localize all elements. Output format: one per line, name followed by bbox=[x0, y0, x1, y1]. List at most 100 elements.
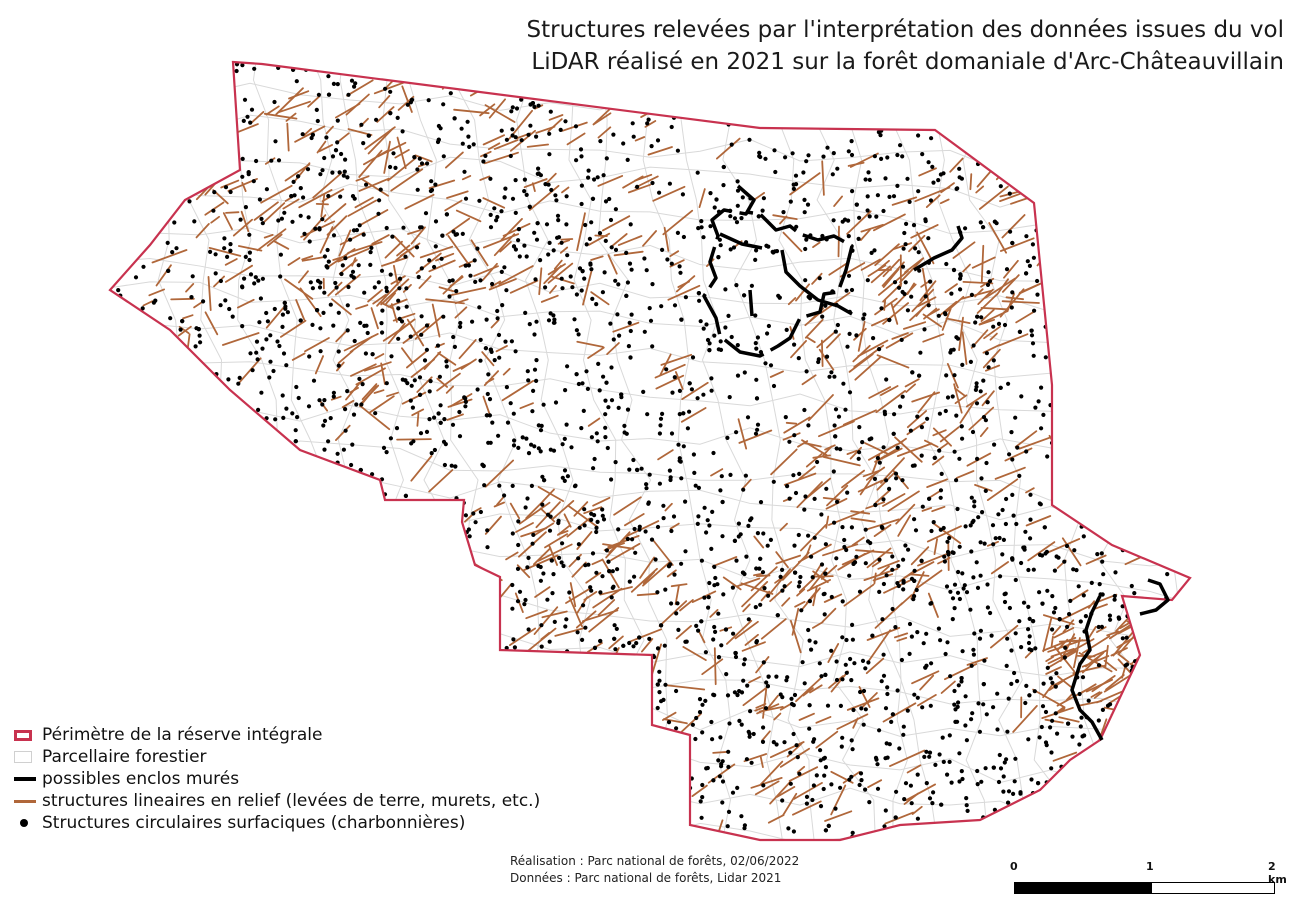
charcoal-kiln bbox=[1015, 679, 1020, 684]
charcoal-kiln bbox=[806, 533, 811, 538]
linear-structure bbox=[866, 627, 901, 641]
charcoal-kiln bbox=[838, 703, 844, 709]
charcoal-kiln bbox=[590, 296, 595, 301]
charcoal-kiln bbox=[908, 783, 914, 788]
charcoal-kiln bbox=[358, 320, 363, 325]
charcoal-kiln bbox=[1107, 613, 1112, 618]
charcoal-kiln bbox=[998, 574, 1003, 579]
charcoal-kiln bbox=[894, 789, 899, 794]
charcoal-kiln bbox=[504, 645, 509, 651]
charcoal-kiln bbox=[320, 217, 325, 222]
charcoal-kiln bbox=[903, 242, 908, 247]
charcoal-kiln bbox=[970, 711, 975, 716]
charcoal-kiln bbox=[964, 803, 969, 808]
charcoal-kiln bbox=[735, 373, 741, 378]
charcoal-kiln bbox=[729, 334, 734, 340]
linear-structure bbox=[664, 502, 673, 512]
linear-structure bbox=[182, 314, 194, 320]
linear-structure bbox=[583, 506, 603, 515]
linear-structure bbox=[682, 646, 707, 661]
charcoal-kiln bbox=[732, 538, 738, 544]
charcoal-kiln bbox=[901, 732, 906, 737]
charcoal-kiln bbox=[802, 210, 807, 215]
charcoal-kiln bbox=[1006, 381, 1011, 386]
linear-structure bbox=[884, 811, 914, 825]
charcoal-kiln bbox=[499, 209, 504, 214]
linear-structure bbox=[805, 453, 823, 468]
charcoal-kiln bbox=[669, 124, 674, 130]
charcoal-kiln bbox=[985, 400, 990, 405]
charcoal-kiln bbox=[835, 166, 840, 171]
charcoal-kiln bbox=[580, 269, 585, 274]
charcoal-kiln bbox=[1010, 290, 1015, 295]
linear-structure bbox=[447, 286, 487, 297]
charcoal-kiln bbox=[441, 102, 446, 107]
linear-structure bbox=[410, 358, 436, 378]
charcoal-kiln bbox=[247, 257, 252, 263]
charcoal-kiln bbox=[133, 275, 139, 280]
charcoal-kiln bbox=[726, 764, 731, 770]
linear-structure bbox=[644, 120, 657, 128]
charcoal-kiln bbox=[384, 381, 389, 386]
charcoal-kiln bbox=[833, 434, 838, 439]
linear-structure bbox=[446, 190, 469, 199]
linear-structure bbox=[666, 569, 677, 578]
charcoal-kiln bbox=[551, 448, 557, 453]
charcoal-kiln bbox=[846, 234, 851, 239]
linear-structure bbox=[395, 248, 410, 262]
charcoal-kiln bbox=[1009, 430, 1014, 435]
charcoal-kiln bbox=[594, 431, 599, 436]
linear-structure bbox=[1052, 625, 1062, 636]
charcoal-kiln bbox=[590, 196, 596, 201]
linear-structure bbox=[917, 391, 936, 414]
charcoal-kiln bbox=[647, 636, 652, 642]
charcoal-kiln bbox=[584, 242, 589, 247]
charcoal-kiln bbox=[198, 340, 203, 345]
charcoal-kiln bbox=[463, 513, 468, 518]
linear-structure bbox=[416, 412, 420, 427]
charcoal-kiln bbox=[879, 306, 884, 311]
linear-structure bbox=[679, 599, 694, 612]
charcoal-kiln bbox=[1009, 648, 1014, 653]
charcoal-kiln bbox=[943, 408, 948, 414]
charcoal-kiln bbox=[358, 467, 363, 473]
linear-structure bbox=[594, 234, 608, 238]
charcoal-kiln bbox=[227, 306, 232, 312]
charcoal-kiln bbox=[896, 563, 901, 569]
charcoal-kiln bbox=[1089, 580, 1094, 586]
charcoal-kiln bbox=[271, 368, 276, 374]
charcoal-kiln bbox=[424, 323, 430, 328]
linear-structure bbox=[865, 466, 886, 481]
charcoal-kiln bbox=[871, 336, 876, 341]
linear-structure bbox=[922, 313, 943, 328]
charcoal-kiln bbox=[444, 212, 449, 217]
charcoal-kiln bbox=[988, 610, 993, 616]
charcoal-kiln bbox=[527, 204, 532, 209]
linear-structure bbox=[400, 347, 414, 364]
charcoal-kiln bbox=[992, 219, 998, 224]
charcoal-kiln bbox=[818, 758, 823, 763]
charcoal-kiln bbox=[302, 231, 307, 236]
charcoal-kiln bbox=[1053, 605, 1058, 611]
charcoal-kiln bbox=[960, 776, 965, 782]
linear-structure bbox=[639, 556, 655, 579]
charcoal-kiln bbox=[523, 310, 528, 315]
charcoal-kiln bbox=[589, 588, 594, 593]
charcoal-kiln bbox=[601, 517, 607, 522]
linear-structure bbox=[871, 317, 888, 327]
charcoal-kiln bbox=[806, 294, 811, 299]
linear-structure bbox=[796, 588, 806, 597]
charcoal-kiln bbox=[883, 176, 888, 181]
charcoal-kiln bbox=[679, 317, 684, 322]
linear-structure bbox=[1025, 515, 1052, 527]
linear-structure bbox=[260, 184, 293, 204]
linear-structure bbox=[955, 470, 975, 479]
linear-structure bbox=[293, 162, 311, 183]
charcoal-kiln bbox=[970, 520, 975, 525]
charcoal-kiln bbox=[631, 644, 636, 649]
linear-structure bbox=[307, 95, 321, 108]
charcoal-kiln bbox=[1024, 234, 1029, 239]
charcoal-kiln bbox=[473, 279, 478, 284]
charcoal-kiln bbox=[1117, 616, 1122, 621]
